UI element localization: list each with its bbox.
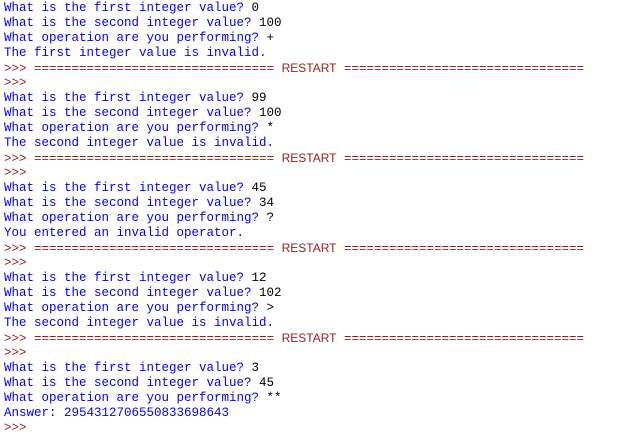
shell-line: >>>: [4, 346, 640, 361]
operation-prompt: What operation are you performing?: [4, 121, 267, 135]
second-value-input: 102: [259, 286, 282, 300]
operation-prompt: What operation are you performing?: [4, 391, 267, 405]
second-value-prompt: What is the second integer value?: [4, 376, 260, 390]
shell-prompt: >>>: [4, 421, 27, 435]
first-value-input: 12: [251, 271, 267, 285]
shell-line[interactable]: >>>: [4, 421, 640, 436]
restart-separator-left: ================================: [34, 62, 275, 76]
first-value-input: 45: [251, 181, 267, 195]
program-output: The first integer value is invalid.: [4, 46, 267, 60]
shell-line: What is the second integer value? 102: [4, 286, 640, 301]
operation-input: *: [266, 121, 275, 135]
operation-input: +: [266, 31, 275, 45]
shell-line: What is the second integer value? 100: [4, 106, 640, 121]
shell-line: The first integer value is invalid.: [4, 46, 640, 61]
operation-prompt: What operation are you performing?: [4, 211, 267, 225]
second-value-input: 100: [259, 16, 282, 30]
shell-prompt: >>>: [4, 346, 27, 360]
restart-separator-right: ================================: [344, 152, 585, 166]
shell-line: Answer: 2954312706550833698643: [4, 406, 640, 421]
restart-label: RESTART: [281, 331, 337, 345]
second-value-input: 34: [259, 196, 275, 210]
shell-line: What is the first integer value? 0: [4, 1, 640, 16]
shell-line: What is the first integer value? 45: [4, 181, 640, 196]
shell-line: What operation are you performing? ?: [4, 211, 640, 226]
shell-prompt: >>>: [4, 166, 27, 180]
shell-prompt: >>>: [4, 256, 27, 270]
operation-input: ?: [266, 211, 275, 225]
restart-banner: >>> ================================ RES…: [4, 151, 640, 166]
restart-separator-right: ================================: [344, 242, 585, 256]
restart-label: RESTART: [281, 151, 337, 165]
second-value-prompt: What is the second integer value?: [4, 196, 260, 210]
shell-line: >>>: [4, 166, 640, 181]
second-value-prompt: What is the second integer value?: [4, 286, 260, 300]
shell-line: What is the first integer value? 99: [4, 91, 640, 106]
restart-separator-right: ================================: [344, 62, 585, 76]
program-output: The second integer value is invalid.: [4, 316, 275, 330]
shell-line: You entered an invalid operator.: [4, 226, 640, 241]
first-value-input: 0: [251, 1, 260, 15]
first-value-prompt: What is the first integer value?: [4, 361, 252, 375]
program-output: The second integer value is invalid.: [4, 136, 275, 150]
first-value-prompt: What is the first integer value?: [4, 271, 252, 285]
first-value-prompt: What is the first integer value?: [4, 91, 252, 105]
operation-prompt: What operation are you performing?: [4, 31, 267, 45]
shell-line: What operation are you performing? **: [4, 391, 640, 406]
shell-line: >>>: [4, 256, 640, 271]
restart-separator-left: ================================: [34, 332, 275, 346]
restart-banner: >>> ================================ RES…: [4, 331, 640, 346]
python-shell-output[interactable]: What is the first integer value? 0 What …: [4, 1, 640, 437]
first-value-input: 99: [251, 91, 267, 105]
program-output: Answer: 2954312706550833698643: [4, 406, 230, 420]
operation-input: **: [266, 391, 282, 405]
operation-input: >: [266, 301, 275, 315]
shell-line: >>>: [4, 76, 640, 91]
program-output: You entered an invalid operator.: [4, 226, 245, 240]
shell-line: What operation are you performing? *: [4, 121, 640, 136]
first-value-input: 3: [251, 361, 260, 375]
second-value-input: 100: [259, 106, 282, 120]
second-value-prompt: What is the second integer value?: [4, 106, 260, 120]
shell-prompt: >>>: [4, 62, 27, 76]
shell-line: What operation are you performing? +: [4, 31, 640, 46]
shell-line: What is the first integer value? 12: [4, 271, 640, 286]
shell-line: What is the first integer value? 3: [4, 361, 640, 376]
first-value-prompt: What is the first integer value?: [4, 181, 252, 195]
shell-line: What operation are you performing? >: [4, 301, 640, 316]
restart-banner: >>> ================================ RES…: [4, 241, 640, 256]
shell-line: The second integer value is invalid.: [4, 136, 640, 151]
shell-prompt: >>>: [4, 76, 27, 90]
shell-prompt: >>>: [4, 152, 27, 166]
shell-line: The second integer value is invalid.: [4, 316, 640, 331]
restart-label: RESTART: [281, 241, 337, 255]
shell-prompt: >>>: [4, 332, 27, 346]
first-value-prompt: What is the first integer value?: [4, 1, 252, 15]
restart-separator-right: ================================: [344, 332, 585, 346]
second-value-input: 45: [259, 376, 275, 390]
shell-line: What is the second integer value? 45: [4, 376, 640, 391]
second-value-prompt: What is the second integer value?: [4, 16, 260, 30]
operation-prompt: What operation are you performing?: [4, 301, 267, 315]
shell-line: What is the second integer value? 100: [4, 16, 640, 31]
shell-prompt: >>>: [4, 242, 27, 256]
restart-label: RESTART: [281, 61, 337, 75]
restart-separator-left: ================================: [34, 242, 275, 256]
restart-separator-left: ================================: [34, 152, 275, 166]
restart-banner: >>> ================================ RES…: [4, 61, 640, 76]
shell-line: What is the second integer value? 34: [4, 196, 640, 211]
